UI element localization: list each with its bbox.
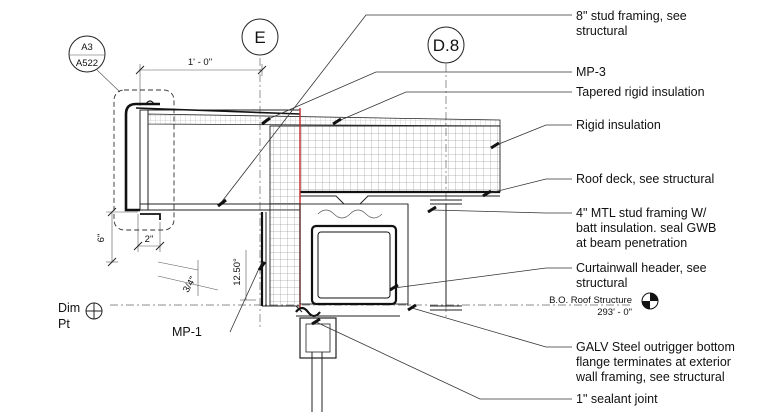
callout-mtl-stud: 4" MTL stud framing W/ batt insulation. …	[427, 205, 716, 250]
rigid-insulation	[299, 125, 501, 193]
detail-enclosure	[113, 89, 175, 231]
dimension-width-top-label: 1' - 0"	[188, 57, 212, 68]
callout-galv-outrigger-line3: wall framing, see structural	[575, 370, 725, 384]
grid-bubble-e-label: E	[254, 28, 265, 47]
dim-pt-symbol	[85, 302, 103, 320]
callout-stud-framing-8: 8" stud framing, see structural	[217, 9, 687, 208]
callout-stud-framing-8-line1: 8" stud framing, see	[576, 9, 687, 23]
callout-rigid-insulation-line1: Rigid insulation	[576, 118, 661, 132]
elevation-value: 293' - 0"	[597, 307, 632, 318]
steel-beam	[407, 199, 462, 311]
callout-galv-outrigger-line1: GALV Steel outrigger bottom	[576, 340, 735, 354]
curtainwall-mullion	[299, 317, 337, 412]
callout-curtainwall-header-line2: structural	[576, 276, 627, 290]
mp1-leader-tick	[257, 261, 267, 271]
mp1-leader	[229, 261, 263, 333]
callout-stud-framing-8-line2: structural	[576, 24, 627, 38]
callout-mtl-stud-line3: at beam penetration	[576, 236, 687, 250]
elevation-marker: B.O. Roof Structure 293' - 0"	[549, 292, 659, 318]
dim-pt-line1: Dim	[58, 301, 80, 315]
roof-deck	[300, 190, 500, 205]
dim-pt-line2: Pt	[58, 317, 70, 331]
dimension-width-small: 2"	[133, 214, 165, 252]
detail-tag: A3 A522	[68, 35, 121, 93]
mp1-label: MP-1	[172, 325, 202, 339]
dim-pt-label: Dim Pt	[58, 301, 80, 331]
dimension-offset: 3/4"	[157, 260, 219, 296]
dimension-slope-label: 12.50°	[232, 258, 243, 286]
dimension-height-left-label: 6"	[96, 234, 107, 243]
wall-face-mp1	[260, 212, 303, 313]
detail-tag-number: A3	[81, 42, 93, 53]
callout-roof-deck: Roof deck, see structural	[482, 172, 714, 198]
callout-sealant-joint-line1: 1" sealant joint	[576, 392, 658, 406]
callout-sealant-joint: 1" sealant joint	[311, 317, 658, 406]
dimension-height-left: 6"	[96, 207, 138, 267]
grid-bubble-e: E	[241, 18, 279, 56]
callout-curtainwall-header-line1: Curtainwall header, see	[576, 261, 707, 275]
detail-tag-sheet: A522	[76, 58, 98, 69]
sealant-joint	[295, 306, 400, 318]
callout-roof-deck-line1: Roof deck, see structural	[576, 172, 714, 186]
callout-galv-outrigger-line2: flange terminates at exterior	[576, 355, 731, 369]
elevation-label: B.O. Roof Structure	[549, 295, 632, 306]
callout-tapered-insulation: Tapered rigid insulation	[332, 85, 705, 126]
grid-bubble-d8: D.8	[427, 26, 465, 64]
callout-mp3: MP-3	[261, 65, 606, 126]
callout-mtl-stud-line2: batt insulation. seal GWB	[576, 221, 716, 235]
callout-mp3-line1: MP-3	[576, 65, 606, 79]
callout-tapered-insulation-line1: Tapered rigid insulation	[576, 85, 705, 99]
callout-galv-outrigger: GALV Steel outrigger bottom flange termi…	[407, 303, 735, 384]
dimension-offset-label: 3/4"	[181, 275, 199, 295]
callout-mtl-stud-line1: 4" MTL stud framing W/	[576, 206, 707, 220]
dimension-width-small-label: 2"	[145, 234, 154, 245]
dimension-width-top: 1' - 0"	[135, 57, 267, 106]
exterior-wall-insulation	[269, 125, 301, 307]
metal-panel-coping	[124, 100, 301, 220]
tapered-insulation	[147, 113, 501, 127]
callout-curtainwall-header: Curtainwall header, see structural	[389, 261, 707, 292]
dimension-slope: 12.50°	[232, 250, 256, 301]
curtainwall-header	[310, 224, 398, 306]
grid-bubble-d8-label: D.8	[433, 36, 459, 55]
callout-rigid-insulation: Rigid insulation	[490, 118, 661, 150]
